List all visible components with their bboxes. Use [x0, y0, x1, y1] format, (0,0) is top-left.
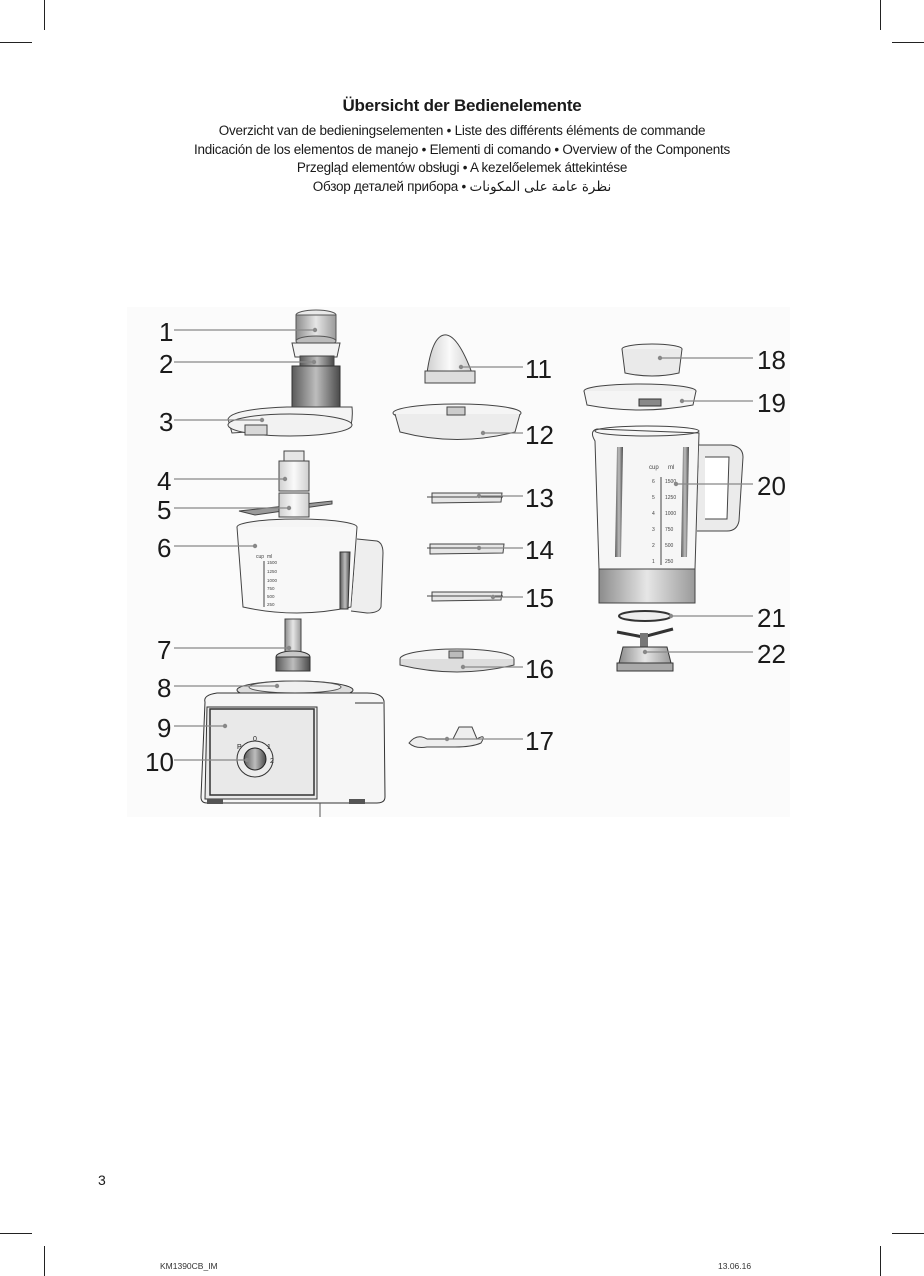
speed-dial-icon: P 0 1 2: [236, 736, 274, 778]
blender-jug-part: cup ml 1500 1250 1000 750 500 250 6 5 4 …: [591, 425, 744, 604]
jug-scale-cup: 3: [652, 527, 655, 533]
dial-mark: 1: [267, 744, 271, 751]
footer-date: 13.06.16: [718, 1261, 752, 1271]
jug-scale-cup: 4: [652, 511, 655, 517]
jug-scale: 1500 1250 1000 750 500 250 6 5 4 3 2 1: [652, 477, 676, 565]
jug-scale-cup: 1: [652, 559, 655, 565]
blender-lid-part: [583, 383, 697, 411]
callout-number: 15: [525, 583, 554, 613]
crop-mark: [880, 1246, 881, 1276]
callout-number: 6: [157, 533, 171, 563]
bowl-scale-value: 1500: [267, 560, 278, 565]
page-number: 3: [98, 1172, 106, 1188]
jug-scale-cup: 5: [652, 495, 655, 501]
callout-number: 3: [159, 407, 173, 437]
blade-unit-part: [616, 627, 674, 672]
dial-mark: 2: [270, 758, 274, 765]
bowl-scale-value: 500: [267, 594, 275, 599]
jug-scale-value: 500: [665, 543, 674, 549]
jug-scale-cup: 2: [652, 543, 655, 549]
jug-scale-value: 250: [665, 559, 674, 565]
bowl-scale-ml-label: ml: [267, 554, 272, 560]
page-title: Übersicht der Bedienelemente: [342, 96, 582, 115]
jug-scale-cup: 6: [652, 479, 655, 485]
citrus-cone-part: [424, 334, 476, 384]
leader-lines: [174, 329, 753, 761]
leader-dots: [222, 327, 685, 763]
sealing-ring-part: [618, 610, 672, 622]
slicing-disc-part: [427, 492, 503, 504]
bowl-scale: 1500 1250 1000 750 500 250: [263, 560, 278, 607]
callout-number: 4: [157, 466, 171, 496]
callout-number: 13: [525, 483, 554, 513]
page-header: Übersicht der Bedienelemente Overzicht v…: [0, 95, 924, 196]
jug-scale-ml-label: ml: [668, 465, 674, 471]
crop-mark: [44, 1246, 45, 1276]
crop-mark: [0, 1233, 32, 1234]
disc-insert-part: [408, 726, 484, 748]
bowl-scale-value: 1250: [267, 569, 278, 574]
jug-scale-value: 1000: [665, 511, 676, 517]
crop-mark: [44, 0, 45, 30]
callout-number: 16: [525, 654, 554, 684]
emulsifying-disc-part: [399, 648, 515, 673]
callout-number: 12: [525, 420, 554, 450]
callout-number: 2: [159, 349, 173, 379]
callout-number: 14: [525, 535, 554, 565]
crop-mark: [892, 1233, 924, 1234]
jug-scale-value: 750: [665, 527, 674, 533]
bowl-scale-value: 1000: [267, 578, 278, 583]
bowl-part: cup ml 1500 1250 1000 750 500 250: [236, 518, 384, 614]
callout-number: 9: [157, 713, 171, 743]
crop-mark: [880, 0, 881, 30]
callout-number: 22: [757, 639, 786, 669]
fine-grating-disc-part: [427, 543, 505, 555]
coupling-part: [275, 618, 311, 672]
measuring-cup-part: [621, 343, 683, 377]
callout-number: 17: [525, 726, 554, 756]
bowl-scale-value: 250: [267, 602, 275, 607]
jug-scale-cup-label: cup: [649, 465, 659, 471]
callout-number: 1: [159, 317, 173, 347]
callout-number: 10: [145, 747, 174, 777]
bowl-scale-value: 750: [267, 586, 275, 591]
juicer-basket-part: [392, 403, 522, 440]
callout-number: 21: [757, 603, 786, 633]
subtitle-line: Overzicht van de bedieningselementen • L…: [218, 123, 706, 138]
motor-base-part: [200, 692, 386, 817]
callout-number: 5: [157, 495, 171, 525]
callout-number: 20: [757, 471, 786, 501]
dial-mark: 0: [253, 736, 257, 743]
jug-scale-value: 1500: [665, 479, 676, 485]
coarse-grating-disc-part: [427, 591, 503, 602]
callout-number: 11: [525, 354, 552, 384]
drive-shaft-part: [278, 450, 310, 492]
callout-number: 18: [757, 345, 786, 375]
inner-pusher-part: [291, 342, 341, 369]
pusher-part: [295, 309, 337, 347]
callout-number: 19: [757, 388, 786, 418]
callout-number: 7: [157, 635, 171, 665]
crop-mark: [0, 42, 32, 43]
footer-doc-id: KM1390CB_IM: [160, 1261, 218, 1271]
bowl-scale-cup-label: cup: [256, 554, 264, 560]
components-figure: cup ml 1500 1250 1000 750 500 250 P: [127, 307, 790, 817]
jug-scale-value: 1250: [665, 495, 676, 501]
dial-mark: P: [237, 744, 242, 751]
callout-number: 8: [157, 673, 171, 703]
crop-mark: [892, 42, 924, 43]
subtitle-line: Обзор деталей прибора • نظرة عامة على ال…: [312, 178, 612, 194]
subtitle-line: Indicación de los elementos de manejo • …: [193, 141, 730, 157]
subtitle-line: Przegląd elementów obsługi • A kezelőele…: [296, 160, 628, 175]
